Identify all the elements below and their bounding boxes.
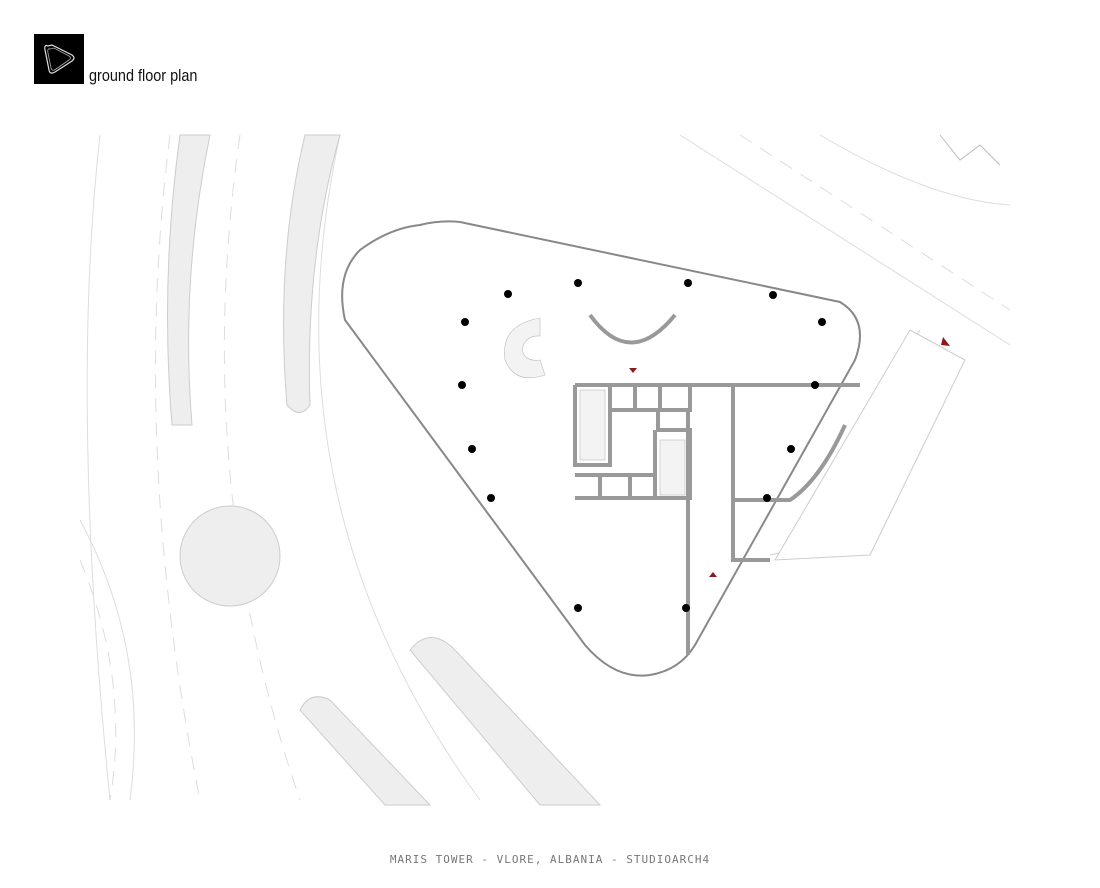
entrance-marker-icon <box>941 337 950 346</box>
rounded-triangle-logo-icon <box>44 44 75 74</box>
road-islands <box>167 134 966 806</box>
stairs <box>504 317 686 496</box>
site-context <box>79 134 1011 801</box>
core-walls <box>573 383 860 655</box>
entrance-marker-icon <box>709 572 717 577</box>
entrance-marker-icon <box>629 368 637 373</box>
curved-reception-wall <box>588 313 677 345</box>
drawing-caption: MARIS TOWER - VLORE, ALBANIA - STUDIOARC… <box>389 853 711 866</box>
columns <box>458 279 826 612</box>
entrance-markers <box>629 337 950 577</box>
page-title: ground floor plan <box>89 66 198 85</box>
logo <box>34 34 84 84</box>
